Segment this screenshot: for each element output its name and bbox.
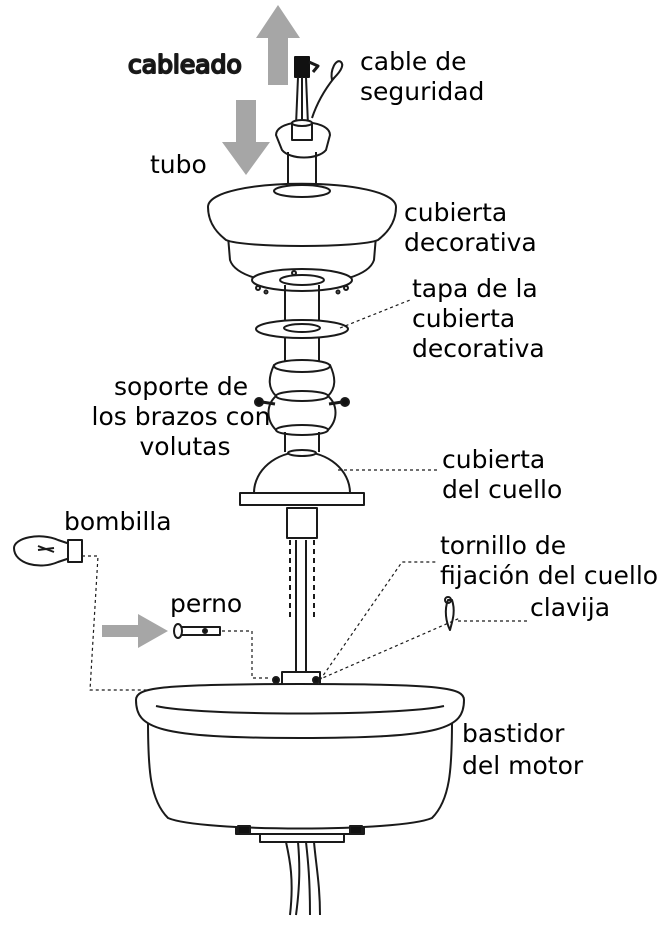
safety-cable <box>311 60 344 119</box>
label-cable-de-seguridad: cable de seguridad <box>360 47 484 106</box>
label-cableado: cableado <box>128 50 242 79</box>
downrod <box>287 152 317 188</box>
light-bulb <box>13 535 83 567</box>
lower-downrod <box>286 507 318 690</box>
label-bastidor-motor: bastidor del motor <box>462 719 584 780</box>
right-arrow-icon <box>102 614 168 648</box>
hanger-ball <box>275 119 331 159</box>
rod-middle <box>284 337 320 362</box>
down-arrow-icon <box>222 100 270 175</box>
collar-cover <box>239 449 365 506</box>
leader-lines <box>82 299 530 691</box>
label-soporte-brazos: soporte de los brazos con volutas <box>92 372 279 461</box>
label-tornillo-fijacion: tornillo de fijación del cuello <box>440 531 658 590</box>
label-cubierta-cuello: cubierta del cuello <box>442 445 562 504</box>
rod-lower <box>284 432 320 452</box>
scroll-arm-holder <box>254 359 350 436</box>
motor-housing <box>135 683 465 916</box>
pin-bolt <box>173 623 221 639</box>
label-perno: perno <box>170 589 242 618</box>
label-tapa-cubierta: tapa de la cubierta decorativa <box>412 274 546 363</box>
up-arrow-icon <box>256 5 300 85</box>
decorative-canopy <box>207 182 397 295</box>
label-bombilla: bombilla <box>64 507 172 536</box>
label-cubierta-decorativa: cubierta decorativa <box>404 198 537 257</box>
rod-upper <box>284 285 320 322</box>
canopy-cover-ring <box>255 319 349 339</box>
label-clavija: clavija <box>530 593 610 622</box>
hairpin-clip <box>444 596 455 631</box>
label-tubo: tubo <box>150 150 207 179</box>
wiring-bundle <box>294 56 320 126</box>
